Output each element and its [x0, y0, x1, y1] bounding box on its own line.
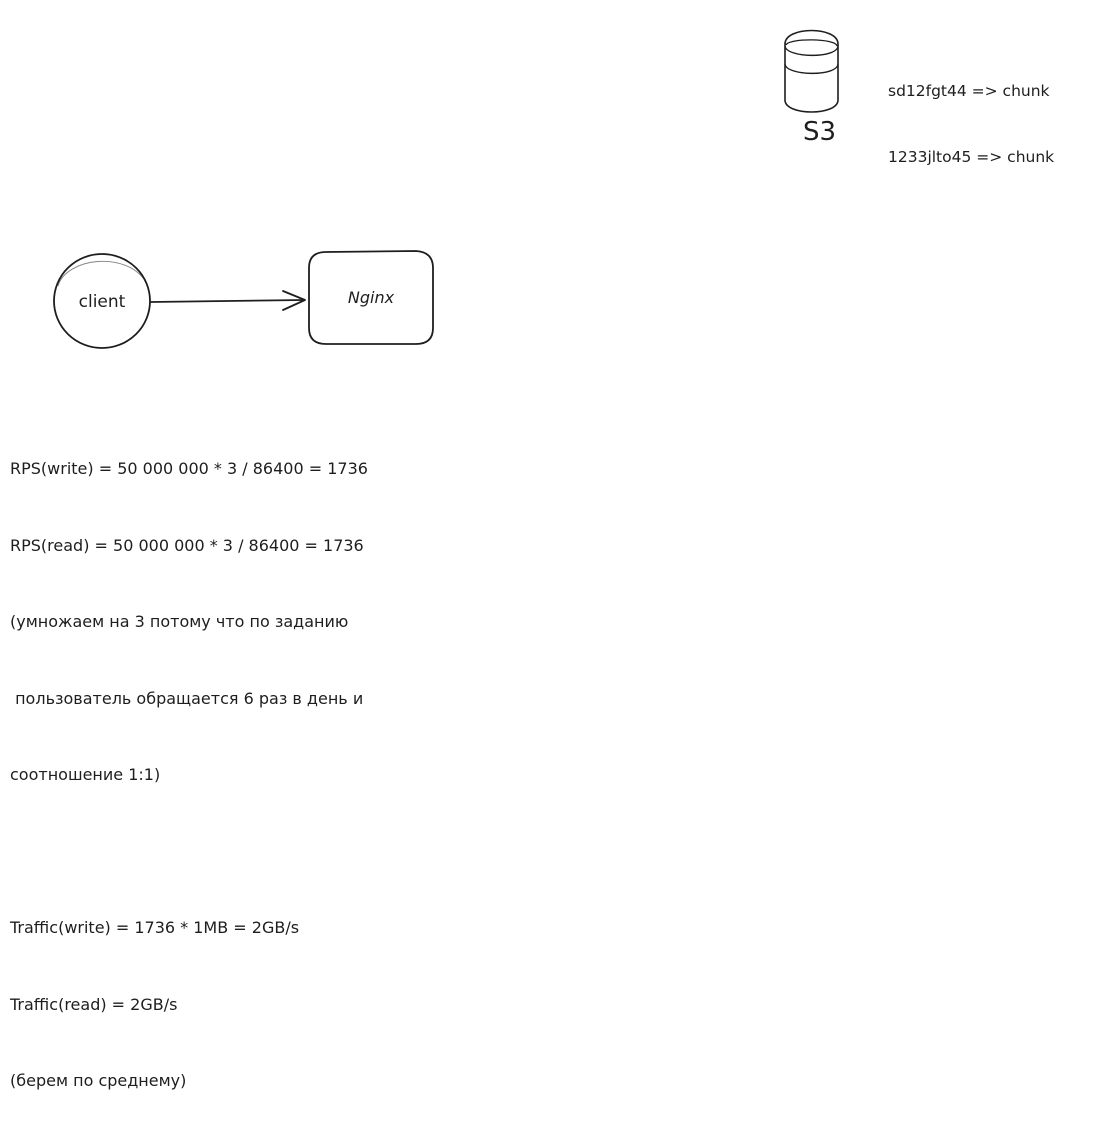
- diagram-canvas: S3 client Nginx sd12fgt44 => chunk 1233j…: [10, 29, 1054, 1090]
- blank-line: [10, 839, 368, 865]
- s3-cylinder-band-1: [784, 45, 839, 57]
- rps-explanation-line-1: (умножаем на 3 потому что по заданию: [10, 612, 349, 631]
- rps-explanation-line-3: соотношение 1:1): [10, 765, 161, 784]
- arrow-line: [150, 299, 305, 303]
- client-to-nginx-arrow[interactable]: [150, 290, 306, 311]
- traffic-explanation-line: (берем по среднему): [10, 1071, 187, 1090]
- s3-cylinder-band-2: [784, 63, 839, 75]
- s3-mapping-line: 1233jlto45 => chunk: [888, 148, 1055, 166]
- s3-label: S3: [803, 117, 836, 147]
- s3-mapping-line: sd12fgt44 => chunk: [888, 82, 1050, 100]
- nginx-node[interactable]: Nginx: [308, 250, 434, 345]
- diagram-svg: S3 client Nginx: [53, 29, 839, 349]
- s3-cylinder-rim: [785, 39, 838, 47]
- client-label: client: [79, 292, 126, 312]
- arrow-head: [282, 290, 306, 311]
- traffic-read-line: Traffic(read) = 2GB/s: [10, 994, 178, 1014]
- calculation-notes: RPS(write) = 50 000 000 * 3 / 86400 = 17…: [10, 405, 368, 1145]
- traffic-write-line: Traffic(write) = 1736 * 1MB = 2GB/s: [10, 918, 300, 937]
- client-node[interactable]: client: [53, 253, 151, 349]
- nginx-label: Nginx: [348, 288, 395, 307]
- client-circle-sketch: [57, 260, 147, 287]
- rps-explanation-line-2: пользователь обращается 6 раз в день и: [10, 688, 364, 708]
- s3-mapping-note: sd12fgt44 => chunk 1233jlto45 => chunk: [888, 36, 1054, 212]
- rps-read-line: RPS(read) = 50 000 000 * 3 / 86400 = 173…: [10, 535, 364, 555]
- s3-cylinder-body: [784, 29, 839, 113]
- rps-write-line: RPS(write) = 50 000 000 * 3 / 86400 = 17…: [10, 459, 368, 478]
- client-circle: [53, 253, 151, 349]
- nginx-box: [308, 250, 434, 345]
- s3-storage-icon[interactable]: [784, 29, 839, 113]
